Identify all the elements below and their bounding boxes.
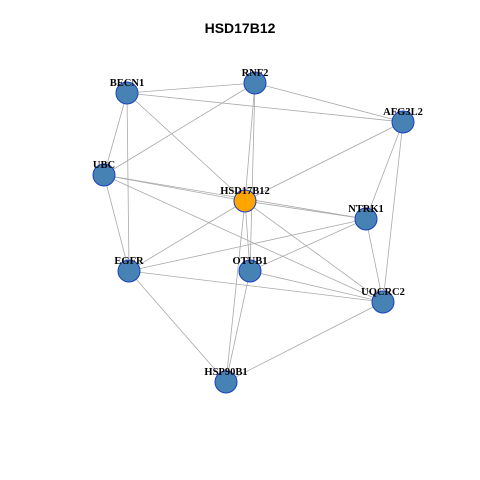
node-hsp90b1 bbox=[214, 370, 238, 394]
edge-hsd17b12-hsp90b1 bbox=[225, 200, 246, 383]
edge-ntrk1-egfr bbox=[128, 218, 367, 272]
edge-afg3l2-hsd17b12 bbox=[244, 121, 404, 202]
node-otub1 bbox=[238, 259, 262, 283]
edge-rnf2-ubc bbox=[103, 82, 256, 176]
edge-ubc-uqcrc2 bbox=[103, 174, 384, 303]
edge-becn1-ubc bbox=[103, 92, 128, 176]
node-label-afg3l2: AFG3L2 bbox=[383, 107, 423, 118]
edge-uqcrc2-hsp90b1 bbox=[225, 301, 384, 383]
edge-afg3l2-ntrk1 bbox=[365, 121, 404, 220]
node-ntrk1 bbox=[354, 207, 378, 231]
edge-rnf2-hsd17b12 bbox=[244, 82, 256, 202]
edge-hsd17b12-ntrk1 bbox=[244, 200, 367, 220]
edge-becn1-egfr bbox=[126, 92, 130, 272]
node-label-becn1: BECN1 bbox=[110, 78, 144, 89]
edge-becn1-rnf2 bbox=[126, 82, 256, 94]
edge-afg3l2-uqcrc2 bbox=[382, 121, 404, 303]
diagram-title: HSD17B12 bbox=[204, 20, 276, 36]
node-label-ubc: UBC bbox=[93, 160, 115, 171]
node-afg3l2 bbox=[391, 110, 415, 134]
node-becn1 bbox=[115, 81, 139, 105]
edge-rnf2-otub1 bbox=[249, 82, 256, 272]
node-label-hsp90b1: HSP90B1 bbox=[204, 367, 247, 378]
edges-layer bbox=[103, 82, 404, 383]
edge-ntrk1-uqcrc2 bbox=[365, 218, 384, 303]
edge-egfr-uqcrc2 bbox=[128, 270, 384, 303]
edge-otub1-uqcrc2 bbox=[249, 270, 384, 303]
node-uqcrc2 bbox=[371, 290, 395, 314]
node-egfr bbox=[117, 259, 141, 283]
node-label-rnf2: RNF2 bbox=[242, 68, 269, 79]
node-hsd17b12 bbox=[233, 189, 257, 213]
node-label-hsd17b12: HSD17B12 bbox=[220, 186, 270, 197]
edge-hsd17b12-otub1 bbox=[244, 200, 251, 272]
node-label-otub1: OTUB1 bbox=[232, 256, 267, 267]
edge-egfr-hsp90b1 bbox=[128, 270, 227, 383]
node-rnf2 bbox=[243, 71, 267, 95]
edge-hsd17b12-egfr bbox=[128, 200, 246, 272]
edge-ubc-egfr bbox=[103, 174, 130, 272]
node-ubc bbox=[92, 163, 116, 187]
edge-becn1-hsd17b12 bbox=[126, 92, 246, 202]
edge-otub1-hsp90b1 bbox=[225, 270, 251, 383]
node-label-egfr: EGFR bbox=[114, 256, 144, 267]
node-label-uqcrc2: UQCRC2 bbox=[361, 287, 405, 298]
edge-becn1-afg3l2 bbox=[126, 92, 404, 123]
edge-hsd17b12-uqcrc2 bbox=[244, 200, 384, 303]
nodes-layer bbox=[92, 71, 415, 394]
edge-ntrk1-otub1 bbox=[249, 218, 367, 272]
edge-rnf2-afg3l2 bbox=[254, 82, 404, 123]
node-label-ntrk1: NTRK1 bbox=[348, 204, 384, 215]
